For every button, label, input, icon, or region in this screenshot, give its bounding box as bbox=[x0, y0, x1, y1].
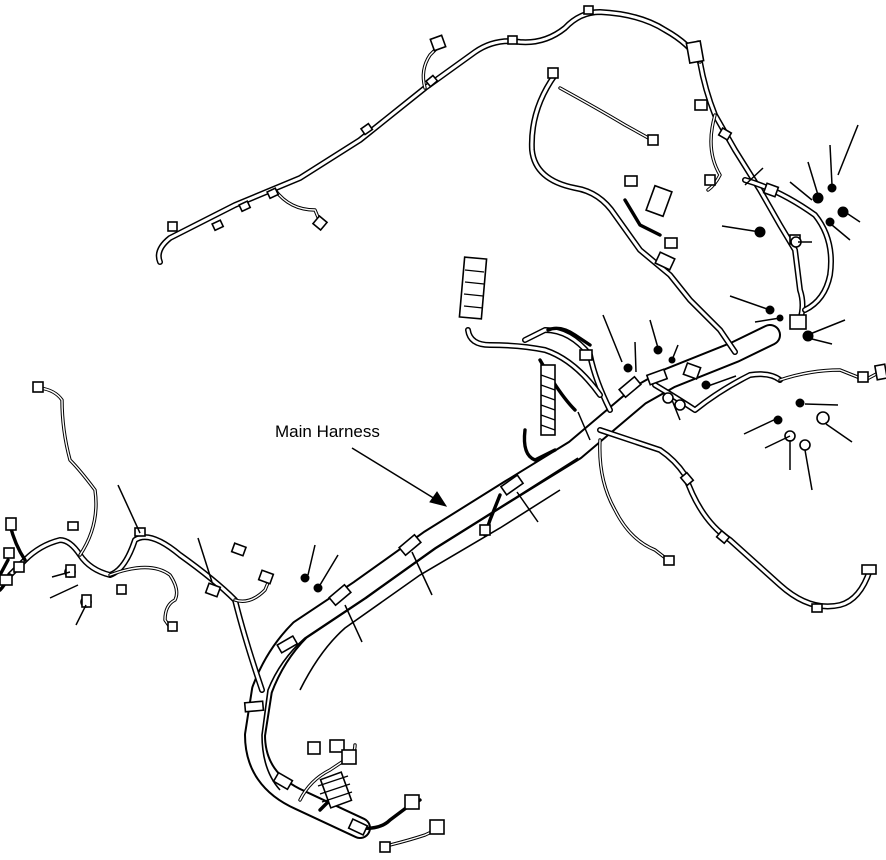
main-harness-leader-line bbox=[351, 447, 441, 503]
left-branch-harness bbox=[0, 381, 275, 693]
lower-right-branch-harness bbox=[597, 361, 886, 613]
main-harness-label: Main Harness bbox=[275, 422, 380, 441]
leader-lines bbox=[49, 124, 861, 643]
bottom-connector-cluster bbox=[298, 739, 445, 853]
upper-right-branch-harness bbox=[685, 40, 834, 323]
main-harness-trunk bbox=[244, 324, 781, 839]
trunk-clamps bbox=[243, 314, 807, 836]
center-connector-comb bbox=[458, 256, 613, 537]
main-harness-arrowhead bbox=[429, 491, 448, 507]
center-loop-harness bbox=[528, 67, 738, 355]
roof-branch-harness bbox=[155, 5, 703, 265]
main-harness-callout: Main Harness bbox=[275, 422, 448, 507]
